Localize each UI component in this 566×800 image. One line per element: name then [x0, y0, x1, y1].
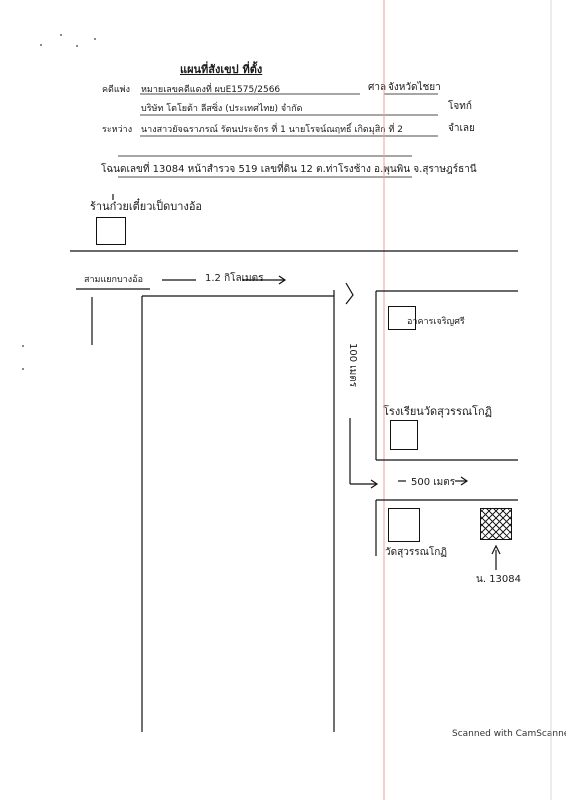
scanner-watermark: Scanned with CamScanner — [452, 729, 566, 739]
distance-3-label: 500 เมตร — [411, 477, 456, 488]
scan-speck — [40, 44, 42, 46]
page-title: แผนที่สังเขป ที่ตั้ง — [180, 63, 263, 76]
case-label: คดีแพ่ง — [102, 85, 130, 95]
distance-3-arrowhead — [460, 476, 469, 486]
defendant-label: จำเลย — [448, 123, 475, 134]
between-label: ระหว่าง — [102, 125, 133, 135]
land-parcel-hatched — [480, 508, 512, 540]
school-label: โรงเรียนวัดสุวรรณโกฏิ — [383, 405, 493, 418]
defendants: นางสาวยัจฉราภรณ์ รัตนประจักร ที่ 1 นายโร… — [141, 125, 404, 135]
junction-label: สามแยกบางอ้อ — [84, 275, 143, 285]
temple-box — [388, 508, 420, 542]
court-label: ศาล — [368, 82, 387, 93]
parcel-label: น. 13084 — [476, 574, 522, 585]
parcel-pointer-head — [491, 544, 501, 555]
scan-speck — [22, 345, 24, 347]
school-box — [390, 420, 418, 450]
distance-1-arrowhead — [278, 275, 287, 285]
turn-arrow-upper — [345, 282, 354, 305]
plaintiff-name: บริษัท โตโยต้า ลีสซิ่ง (ประเทศไทย) จำกัด — [141, 104, 303, 114]
scan-speck — [94, 38, 96, 40]
building-box — [388, 306, 416, 330]
building-label: อาคารเจริญศรี — [407, 317, 465, 327]
temple-label: วัดสุวรรณโกฏิ — [385, 547, 447, 558]
shop-building-box — [96, 217, 126, 245]
distance-1-label: 1.2 กิโลเมตร — [205, 273, 264, 284]
scan-speck — [22, 368, 24, 370]
plaintiff-label: โจทก์ — [448, 101, 472, 112]
shop-label: ร้านก๋วยเตี๋ยวเป็ดบางอ้อ — [90, 200, 203, 213]
scan-speck — [76, 45, 78, 47]
case-number: หมายเลขคดีแดงที่ ผบE1575/2566 — [141, 85, 281, 95]
court-name: จังหวัดไชยา — [388, 82, 441, 93]
distance-2-arrowhead — [370, 479, 379, 489]
scan-speck — [60, 34, 62, 36]
land-deed: โฉนดเลขที่ 13084 หน้าสำรวจ 519 เลขที่ดิน… — [101, 164, 477, 175]
